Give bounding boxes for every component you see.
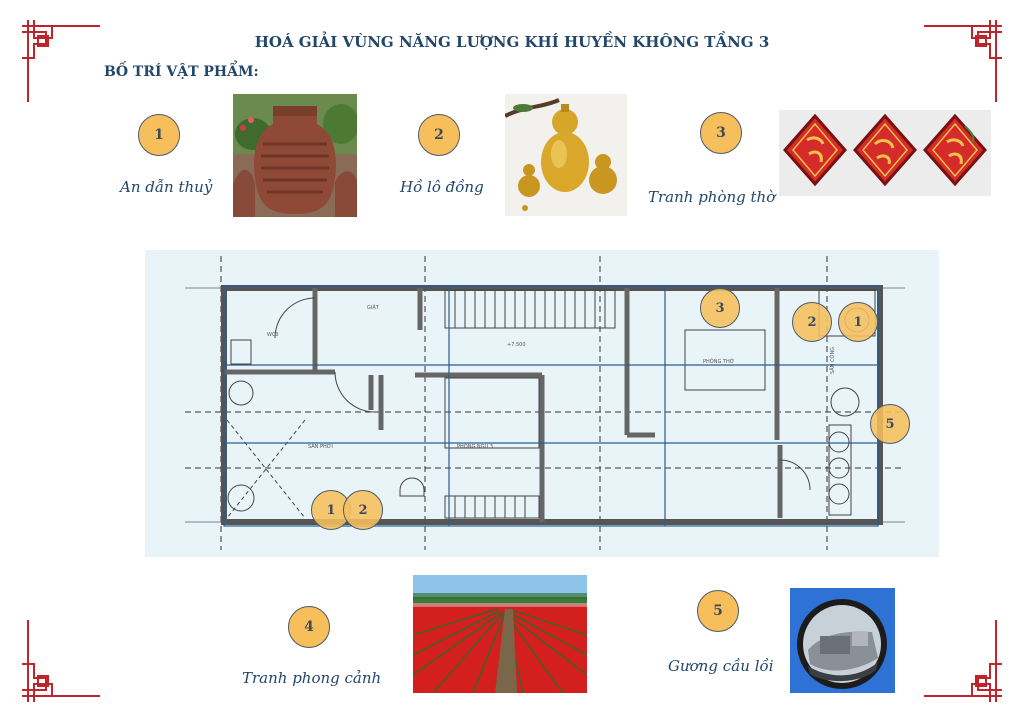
corner-ornament-bottom-left — [20, 614, 110, 704]
altar-paintings-photo — [779, 110, 991, 196]
room-label-altar: PHÒNG THỜ — [703, 358, 734, 365]
convex-mirror-photo — [790, 588, 895, 693]
page-title: HOÁ GIẢI VÙNG NĂNG LƯỢNG KHÍ HUYỀN KHÔNG… — [254, 33, 770, 51]
plan-marker-2-right: 2 — [792, 302, 832, 342]
item-caption-2: Hồ lô đồng — [400, 178, 484, 196]
item-caption-3: Tranh phòng thờ — [648, 188, 776, 206]
room-label-wc3: WC3 — [267, 332, 279, 338]
section-heading: BỐ TRÍ VẬT PHẨM: — [104, 64, 259, 80]
room-label-courtyard: SÂN CÔNG — [829, 347, 836, 374]
plan-marker-5: 5 — [870, 404, 910, 444]
plan-marker-2-left: 2 — [343, 490, 383, 530]
corner-ornament-top-left — [20, 18, 110, 108]
item-badge-5: 5 — [697, 590, 739, 632]
item-caption-1: An dẫn thuỷ — [120, 178, 213, 196]
item-badge-4: 4 — [288, 606, 330, 648]
gourd-photo — [505, 94, 627, 216]
corner-ornament-top-right — [914, 18, 1004, 108]
room-label-laundry: GIẶT — [367, 304, 380, 311]
room-label-bedroom-3: PHÒNG NGỦ 3 — [457, 442, 493, 450]
room-label-drying-yard: SÂN PHƠI — [308, 443, 333, 450]
item-caption-5: Gương cầu lồi — [668, 657, 774, 675]
tulip-field-photo — [413, 575, 587, 693]
item-badge-3: 3 — [700, 112, 742, 154]
floor-plan: WC3 GIẶT +7.500 PHÒNG THỜ SÂN CÔNG SÂN P… — [145, 250, 939, 557]
item-badge-2: 2 — [418, 114, 460, 156]
jar-photo — [233, 94, 357, 217]
plan-marker-3: 3 — [700, 288, 740, 328]
item-caption-4: Tranh phong cảnh — [242, 669, 382, 687]
item-badge-1: 1 — [138, 114, 180, 156]
corner-ornament-bottom-right — [914, 614, 1004, 704]
plan-marker-1-right: 1 — [838, 302, 878, 342]
level-label: +7.500 — [507, 342, 526, 348]
